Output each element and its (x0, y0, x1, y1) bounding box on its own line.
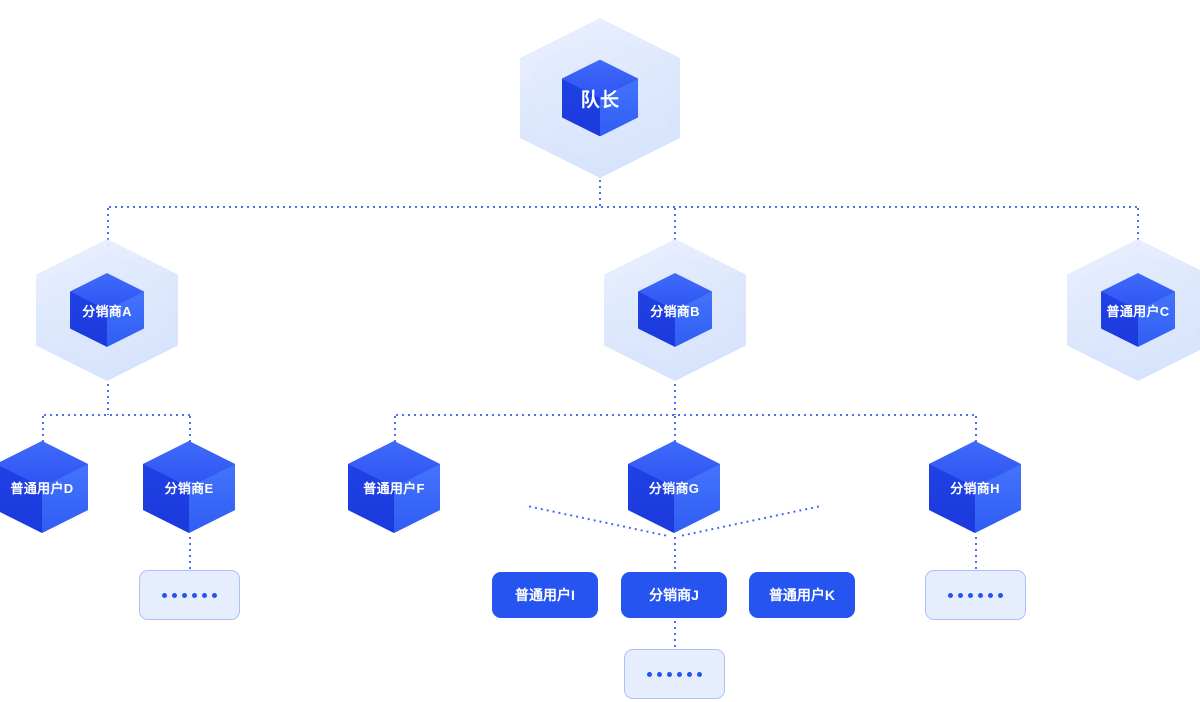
card-label: 分销商J (649, 587, 699, 603)
more-card-under-e[interactable] (139, 570, 240, 620)
connector-a-down (107, 382, 109, 415)
node-user-f[interactable]: 普通用户F (348, 441, 440, 533)
connector-down-to-b (674, 206, 676, 248)
connector-h-down (975, 535, 977, 570)
connector-g-down (674, 535, 676, 573)
connector-down-to-g (674, 414, 676, 442)
ellipsis-icon (162, 592, 217, 598)
connector-down-to-d (42, 414, 44, 442)
connector-level2-bus (107, 206, 1138, 208)
connector-down-to-f (394, 414, 396, 442)
ellipsis-icon (948, 592, 1003, 598)
node-label: 分销商G (648, 480, 700, 496)
node-user-k[interactable]: 普通用户K (749, 572, 855, 618)
node-distributor-e[interactable]: 分销商E (143, 441, 235, 533)
card-label: 普通用户K (768, 587, 836, 603)
connector-down-to-e (189, 414, 191, 442)
node-label: 分销商E (164, 480, 214, 496)
connector-b-down (674, 382, 676, 415)
ellipsis-icon (647, 671, 702, 677)
node-label: 普通用户D (10, 480, 74, 496)
connector-down-to-h (975, 414, 977, 442)
connector-down-to-c (1137, 206, 1139, 248)
node-label: 分销商B (650, 303, 700, 319)
connector-a-bus (42, 414, 190, 416)
connector-root-down (599, 178, 601, 208)
node-label: 普通用户F (363, 480, 425, 496)
more-card-under-h[interactable] (925, 570, 1026, 620)
node-captain[interactable]: 队长 (520, 18, 680, 178)
more-card-under-j[interactable] (624, 649, 725, 699)
card-label: 普通用户I (515, 587, 575, 603)
connector-j-down (674, 619, 676, 649)
node-label: 普通用户C (1106, 303, 1170, 319)
node-distributor-a[interactable]: 分销商A (36, 239, 178, 381)
node-distributor-j[interactable]: 分销商J (621, 572, 727, 618)
node-label: 队长 (580, 89, 620, 111)
node-user-d[interactable]: 普通用户D (0, 441, 88, 533)
node-distributor-b[interactable]: 分销商B (604, 239, 746, 381)
node-distributor-g[interactable]: 分销商G (628, 441, 720, 533)
connector-b-bus (394, 414, 975, 416)
node-label: 分销商H (950, 480, 1000, 496)
node-user-i[interactable]: 普通用户I (492, 572, 598, 618)
connector-down-to-a (107, 206, 109, 248)
node-user-c[interactable]: 普通用户C (1067, 239, 1200, 381)
node-distributor-h[interactable]: 分销商H (929, 441, 1021, 533)
node-label: 分销商A (82, 303, 132, 319)
connector-e-down (189, 535, 191, 570)
